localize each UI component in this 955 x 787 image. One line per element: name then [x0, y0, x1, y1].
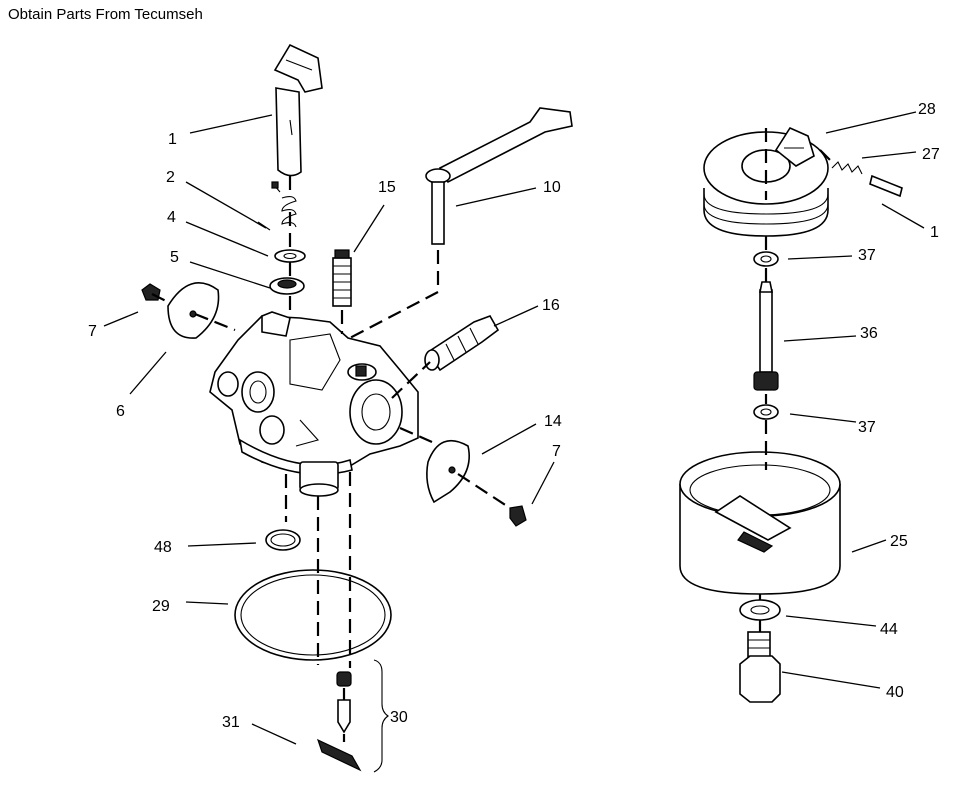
bowl-oring-part [234, 569, 392, 661]
callout-5-seal: 5 [170, 249, 179, 266]
callout-16-nozzle: 16 [542, 297, 560, 314]
callout-48-gasket: 48 [154, 539, 172, 556]
callout-40-bowl-nut: 40 [886, 684, 904, 701]
callout-2-spring: 2 [166, 169, 175, 186]
callout-6-throttle-plate: 6 [116, 403, 125, 420]
choke-shaft-part [425, 107, 573, 245]
callout-14-choke-plate: 14 [544, 413, 562, 430]
callout-4-washer: 4 [167, 209, 176, 226]
callout-30-needle: 30 [390, 709, 408, 726]
seal-part [269, 277, 305, 295]
bowl-nut-part [739, 631, 781, 703]
callout-37-washer-upper: 37 [858, 247, 876, 264]
hinge-spring-part [831, 161, 863, 175]
screw-part-right [509, 505, 527, 527]
callout-10-choke-shaft: 10 [543, 179, 561, 196]
hinge-pin-part [869, 174, 903, 198]
callout-25-float-bowl: 25 [890, 533, 908, 550]
callout-1-hinge-pin: 1 [930, 224, 939, 241]
idle-screw-part [332, 249, 352, 307]
choke-plate-part [426, 439, 470, 504]
callout-28-float: 28 [918, 101, 936, 118]
callout-29-bowl-oring: 29 [152, 598, 170, 615]
callout-bracket [373, 659, 389, 773]
callout-1-throttle-shaft: 1 [168, 131, 177, 148]
washer-part-lower [753, 404, 779, 420]
callout-labels: 1 2 4 5 7 6 15 10 16 14 7 48 29 31 30 28… [88, 101, 940, 731]
page-title: Obtain Parts From Tecumseh [8, 6, 203, 23]
washer-part-upper [753, 251, 779, 267]
callout-7-screw-left: 7 [88, 323, 97, 340]
alignment-lines-left [151, 176, 511, 742]
carburetor-body-part [209, 311, 419, 497]
callout-15-idle-screw: 15 [378, 179, 396, 196]
throttle-shaft-part [273, 43, 323, 177]
inlet-needle-part [316, 671, 362, 772]
callout-36-stem: 36 [860, 325, 878, 342]
callout-44-washer: 44 [880, 621, 898, 638]
callout-37-washer-lower: 37 [858, 419, 876, 436]
leader-lines [103, 111, 925, 745]
callout-31-clip: 31 [222, 714, 240, 731]
bowl-stem-part [753, 281, 779, 391]
float-part [703, 126, 829, 237]
callout-27-spring: 27 [922, 146, 940, 163]
float-bowl-part [679, 451, 841, 595]
bowl-washer-part [739, 599, 781, 621]
gasket-part [265, 529, 301, 551]
throttle-plate-part [167, 282, 220, 339]
alignment-lines-right [758, 128, 833, 632]
callout-7-screw-right: 7 [552, 443, 561, 460]
washer-part [274, 249, 306, 263]
main-nozzle-part [424, 315, 500, 372]
spring-part [257, 181, 297, 231]
